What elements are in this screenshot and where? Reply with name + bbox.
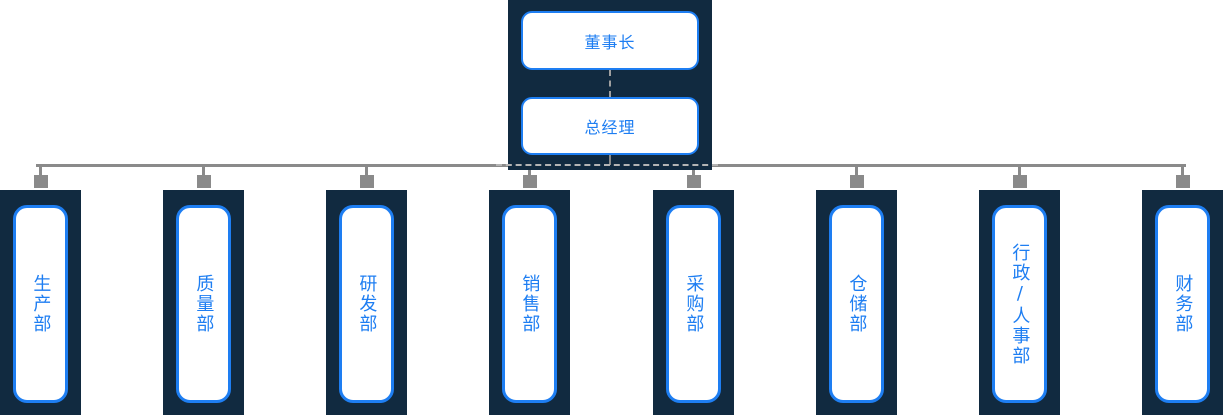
- connector-square: [196, 175, 211, 188]
- node-general-manager[interactable]: 总经理: [521, 97, 699, 155]
- department-card[interactable]: 研发部: [339, 205, 394, 403]
- department-node-3[interactable]: 销售部: [489, 190, 570, 415]
- department-card[interactable]: 财务部: [1155, 205, 1210, 403]
- department-node-2[interactable]: 研发部: [326, 190, 407, 415]
- department-label: 采购部: [683, 274, 705, 334]
- connector-chairman-gm-dashed-line: [609, 70, 611, 97]
- connector-square: [33, 175, 48, 188]
- connector-stub-line: [1018, 166, 1021, 175]
- connector-stub-line: [855, 166, 858, 175]
- connector-square: [522, 175, 537, 188]
- executive-group[interactable]: 董事长 总经理: [508, 0, 712, 170]
- department-card[interactable]: 生产部: [13, 205, 68, 403]
- department-label: 行政/人事部: [1009, 242, 1031, 366]
- department-node-4[interactable]: 采购部: [653, 190, 734, 415]
- connector-gm-drop-line: [609, 155, 611, 165]
- connector-stub-line: [1181, 166, 1184, 175]
- department-card[interactable]: 采购部: [666, 205, 721, 403]
- node-chairman[interactable]: 董事长: [521, 11, 699, 70]
- department-node-6[interactable]: 行政/人事部: [979, 190, 1060, 415]
- department-node-5[interactable]: 仓储部: [816, 190, 897, 415]
- connector-square: [849, 175, 864, 188]
- connector-square: [1175, 175, 1190, 188]
- department-node-1[interactable]: 质量部: [163, 190, 244, 415]
- node-general-manager-label: 总经理: [584, 118, 636, 137]
- department-card[interactable]: 质量部: [176, 205, 231, 403]
- connector-stub-line: [528, 166, 531, 175]
- department-label: 质量部: [193, 274, 215, 334]
- department-card[interactable]: 行政/人事部: [992, 205, 1047, 403]
- connector-stub-line: [39, 166, 42, 175]
- department-card[interactable]: 销售部: [502, 205, 557, 403]
- department-node-7[interactable]: 财务部: [1142, 190, 1223, 415]
- department-label: 研发部: [356, 274, 378, 334]
- connector-square: [359, 175, 374, 188]
- connector-square: [1012, 175, 1027, 188]
- department-card[interactable]: 仓储部: [829, 205, 884, 403]
- department-label: 仓储部: [846, 274, 868, 334]
- department-node-0[interactable]: 生产部: [0, 190, 81, 415]
- connector-stub-line: [692, 166, 695, 175]
- node-chairman-label: 董事长: [584, 32, 636, 52]
- connector-square: [686, 175, 701, 188]
- connector-stub-line: [202, 166, 205, 175]
- department-label: 财务部: [1172, 274, 1194, 334]
- group-bottom-dashed-line: [496, 164, 718, 166]
- department-label: 销售部: [519, 274, 541, 334]
- connector-stub-line: [365, 166, 368, 175]
- department-label: 生产部: [30, 274, 52, 334]
